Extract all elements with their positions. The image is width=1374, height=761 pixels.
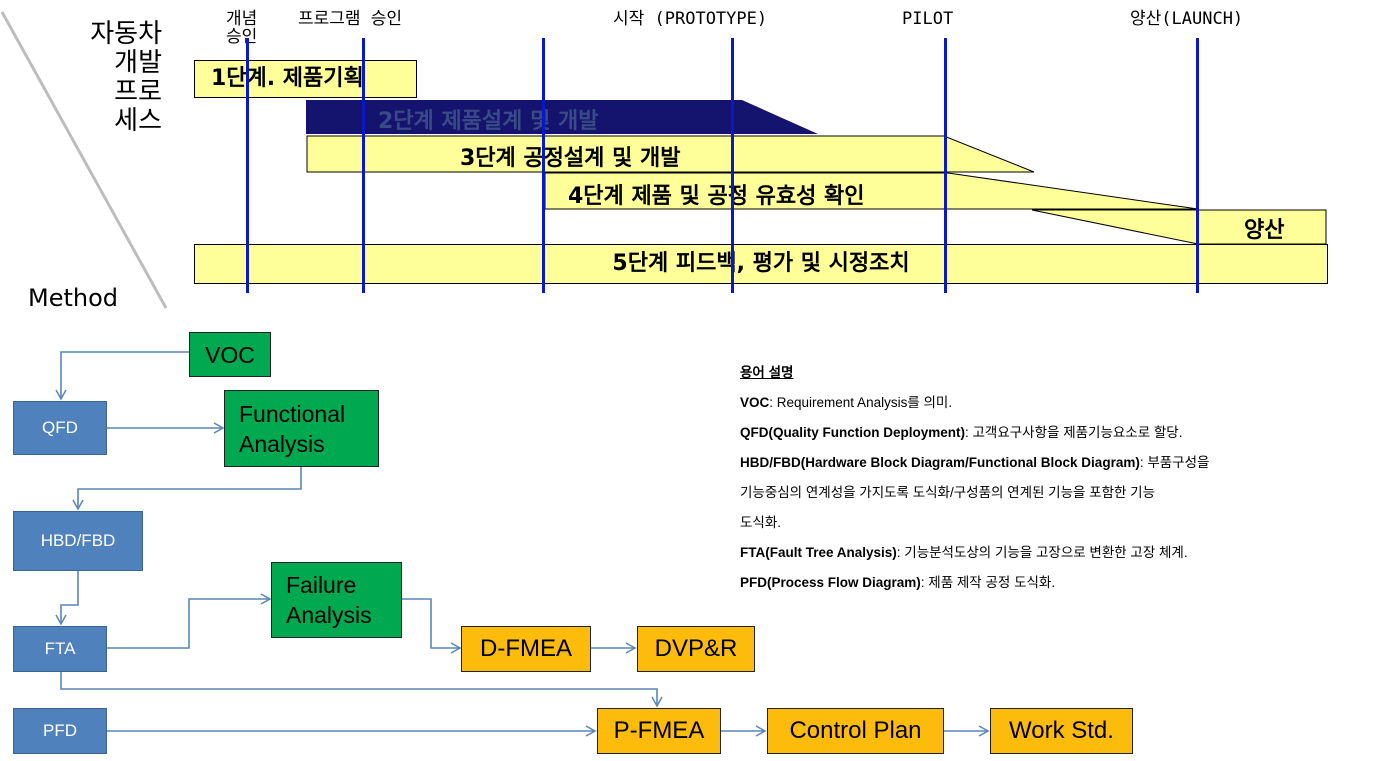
milestone-line-launch [1196, 38, 1199, 293]
pfmea-box: P-FMEA [597, 708, 721, 754]
phase-4-label: 4단계 제품 및 공정 유효성 확인 [568, 184, 865, 209]
phase-2-label: 2단계 제품설계 및 개발 [378, 109, 599, 134]
process-title-line: 개발 [114, 48, 162, 78]
phase-1-label: 1단계. 제품기획 [211, 66, 364, 91]
failure-analysis-label: Failure Analysis [286, 572, 372, 628]
glossary-pfd: PFD(Process Flow Diagram): 제품 제작 공정 도식화. [740, 568, 1360, 598]
control-plan-box: Control Plan [767, 708, 944, 754]
work-std-label: Work Std. [1009, 717, 1114, 744]
glossary-term: FTA(Fault Tree Analysis) [740, 545, 897, 560]
glossary-voc: VOC: Requirement Analysis를 의미. [740, 388, 1360, 418]
pfmea-label: P-FMEA [613, 717, 705, 744]
phase-5-label: 5단계 피드백, 평가 및 시정조치 [612, 251, 910, 276]
method-label: Method [28, 284, 119, 312]
glossary-desc: : 부품구성을 [1139, 455, 1210, 470]
fta-label: FTA [44, 639, 76, 658]
functional-analysis-box: Functional Analysis [224, 390, 379, 467]
process-title: 자동차 개발 프로 세스 [62, 20, 162, 136]
milestone-pilot: PILOT [902, 9, 954, 29]
milestone-line-program [362, 38, 365, 293]
milestone-program-approval: 프로그램 승인 [298, 9, 403, 29]
work-std-box: Work Std. [990, 708, 1133, 754]
glossary-desc: : Requirement Analysis를 의미. [769, 395, 953, 410]
glossary-desc: : 기능분석도상의 기능을 고장으로 변환한 고장 체계. [896, 545, 1188, 560]
glossary-term: PFD(Process Flow Diagram) [740, 575, 921, 590]
control-plan-label: Control Plan [789, 717, 922, 744]
glossary-hbd-cont: 도식화. [740, 515, 782, 530]
glossary-hbd: HBD/FBD(Hardware Block Diagram/Functiona… [740, 448, 1360, 478]
glossary-term: VOC [740, 395, 770, 410]
milestone-line-prototype [731, 38, 734, 293]
pfd-box: PFD [13, 708, 107, 754]
hbd-fbd-box: HBD/FBD [13, 511, 143, 571]
milestone-concept-approval: 개념 승인 [226, 9, 258, 47]
dfmea-box: D-FMEA [461, 626, 591, 672]
glossary-desc: : 제품 제작 공정 도식화. [920, 575, 1056, 590]
process-title-line: 자동차 [90, 19, 162, 49]
glossary-desc: : 고객요구사항을 제품기능요소로 할당. [965, 425, 1183, 440]
glossary-qfd: QFD(Quality Function Deployment): 고객요구사항… [740, 418, 1360, 448]
fta-box: FTA [13, 626, 107, 672]
voc-box: VOC [189, 332, 271, 377]
phase-1-bar: 1단계. 제품기획 [194, 60, 417, 98]
glossary-term: HBD/FBD(Hardware Block Diagram/Functiona… [740, 455, 1140, 470]
diagonal-divider [0, 11, 168, 309]
milestone-line-pilot [944, 38, 947, 293]
dvp-r-box: DVP&R [637, 626, 755, 672]
process-title-line: 세스 [114, 106, 162, 136]
functional-analysis-label: Functional Analysis [239, 400, 346, 457]
glossary-hbd-cont: 기능중심의 연계성을 가지도록 도식화/구성품의 연계된 기능을 포함한 기능 [740, 485, 1156, 500]
phase-2-shape [306, 100, 818, 134]
milestone-line-start [542, 38, 545, 293]
failure-analysis-box: Failure Analysis [271, 562, 402, 638]
qfd-label: QFD [42, 418, 78, 437]
hbd-fbd-label: HBD/FBD [40, 531, 116, 550]
dfmea-label: D-FMEA [480, 635, 572, 662]
voc-label: VOC [205, 341, 255, 368]
glossary: 용어 설명 VOC: Requirement Analysis를 의미. QFD… [740, 358, 1360, 598]
glossary-fta: FTA(Fault Tree Analysis): 기능분석도상의 기능을 고장… [740, 538, 1360, 568]
milestone-line-concept [246, 38, 249, 293]
pfd-label: PFD [43, 721, 77, 740]
phase-5-bar: 5단계 피드백, 평가 및 시정조치 [194, 244, 1328, 284]
milestone-prototype: 시작 (PROTOTYPE) [613, 9, 768, 29]
dvp-r-label: DVP&R [654, 635, 738, 662]
phase-3-label: 3단계 공정설계 및 개발 [460, 146, 681, 171]
process-title-line: 프로 [114, 77, 162, 107]
qfd-box: QFD [13, 401, 107, 455]
glossary-heading: 용어 설명 [740, 365, 794, 380]
milestone-launch: 양산(LAUNCH) [1130, 9, 1244, 29]
mass-production-label: 양산 [1244, 218, 1285, 243]
glossary-term: QFD(Quality Function Deployment) [740, 425, 965, 440]
